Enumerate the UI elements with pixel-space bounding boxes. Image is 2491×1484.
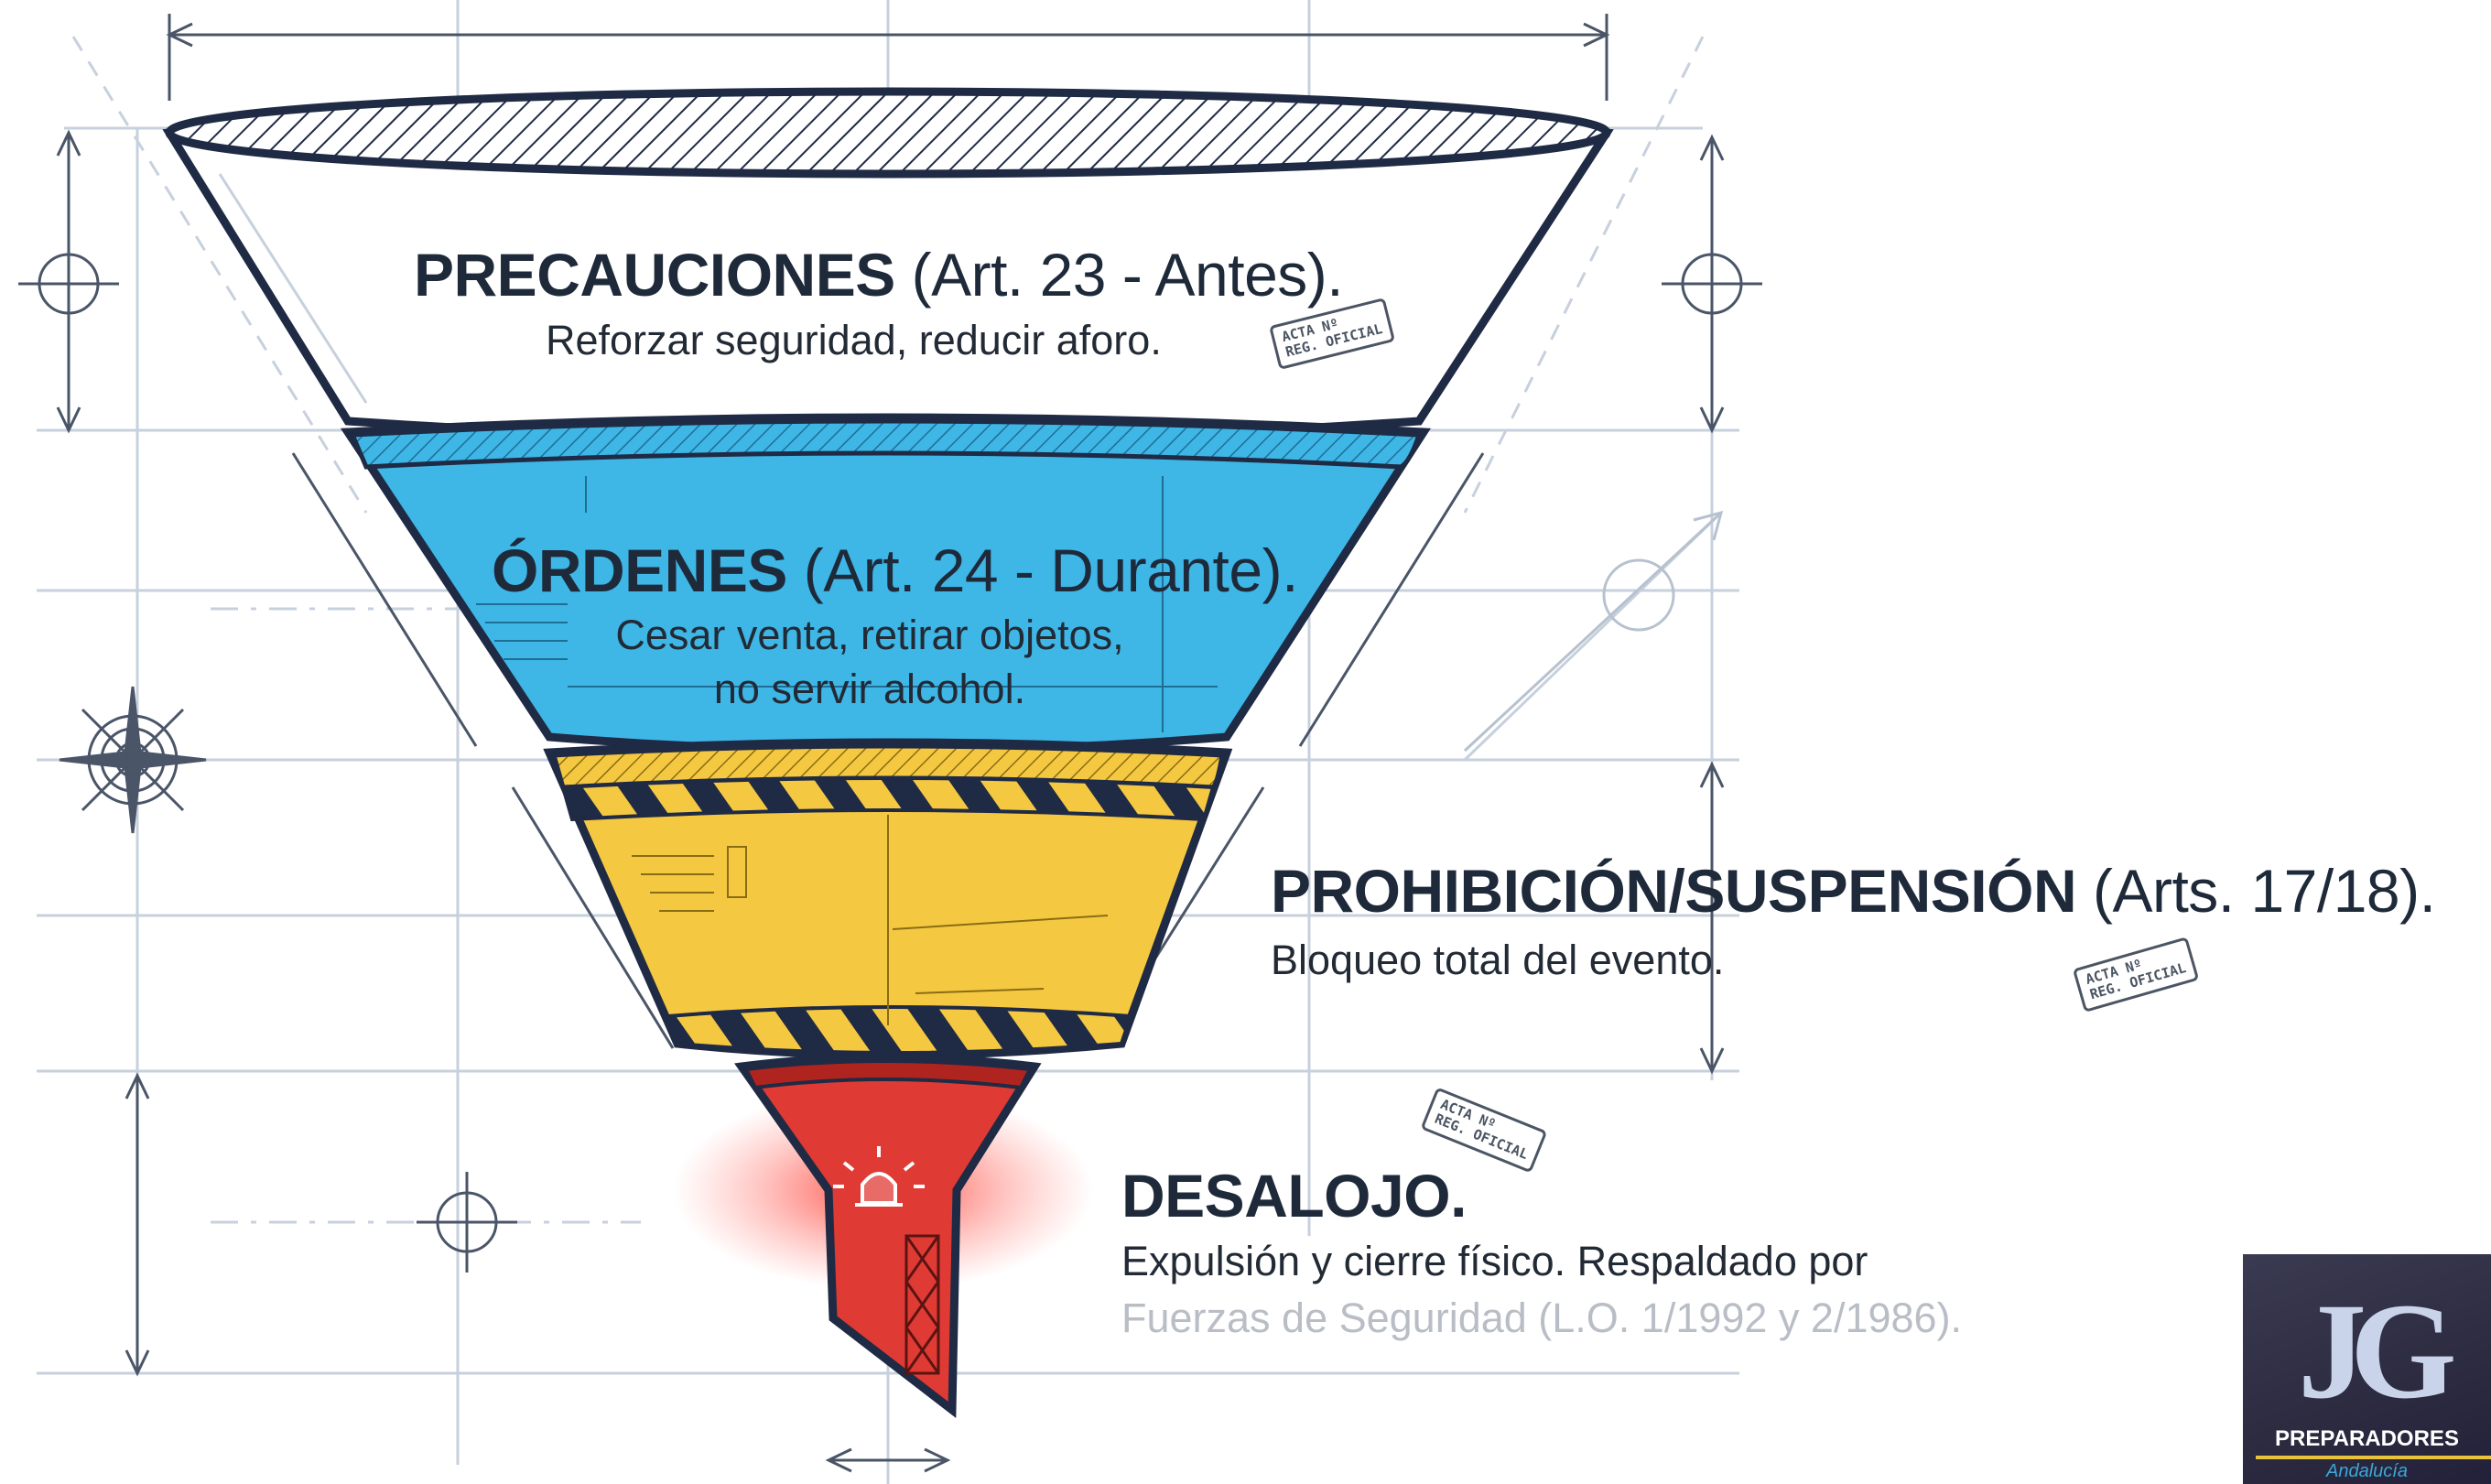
tier-prohibicion-description: Bloqueo total del evento. (1271, 937, 1725, 983)
tier-precauciones-description: Reforzar seguridad, reducir aforo. (546, 317, 1162, 363)
tier-desalojo-description-line1: Expulsión y cierre físico. Respaldado po… (1121, 1238, 1868, 1284)
tier-precauciones-heading: PRECAUCIONES (Art. 23 - Antes). (414, 240, 1344, 309)
funnel-tier-prohibicion (543, 738, 1233, 1059)
jg-logo-mark: JG (2298, 1275, 2457, 1427)
logo-brand: PREPARADORES (2275, 1426, 2459, 1451)
tier-ordenes-description-line2: no servir alcohol. (713, 666, 1026, 712)
tier-ordenes-description-line1: Cesar venta, retirar objetos, (615, 612, 1124, 658)
funnel-tier-desalojo (673, 1053, 1094, 1418)
tier-desalojo-description-line2: Fuerzas de Seguridad (L.O. 1/1992 y 2/19… (1121, 1294, 1963, 1341)
logo-divider (2256, 1456, 2491, 1459)
crosshair-icon (18, 233, 1762, 1273)
tier-prohibicion-heading: PROHIBICIÓN/SUSPENSIÓN (Arts. 17/18). (1271, 856, 2436, 926)
funnel-tier-ordenes (340, 413, 1431, 755)
tier-desalojo-heading: DESALOJO. (1121, 1161, 1467, 1230)
funnel-tier-precauciones (162, 87, 1614, 444)
tier-prohibicion-title: PROHIBICIÓN/SUSPENSIÓN (1271, 857, 2077, 925)
tier-desalojo-title: DESALOJO. (1121, 1162, 1467, 1229)
tier-ordenes-title: ÓRDENES (492, 536, 787, 604)
preparadores-logo: JG PREPARADORES Andalucía (2243, 1254, 2491, 1484)
compass-icon (59, 686, 207, 834)
tier-ordenes-article: (Art. 24 - Durante). (786, 536, 1299, 604)
logo-region: Andalucía (2326, 1461, 2408, 1481)
tier-precauciones-article: (Art. 23 - Antes). (894, 241, 1344, 309)
tier-precauciones-title: PRECAUCIONES (414, 241, 895, 309)
tier-prohibicion-article: (Arts. 17/18). (2076, 857, 2436, 925)
tier-ordenes-heading: ÓRDENES (Art. 24 - Durante). (492, 536, 1298, 605)
siren-icon (833, 1146, 925, 1207)
